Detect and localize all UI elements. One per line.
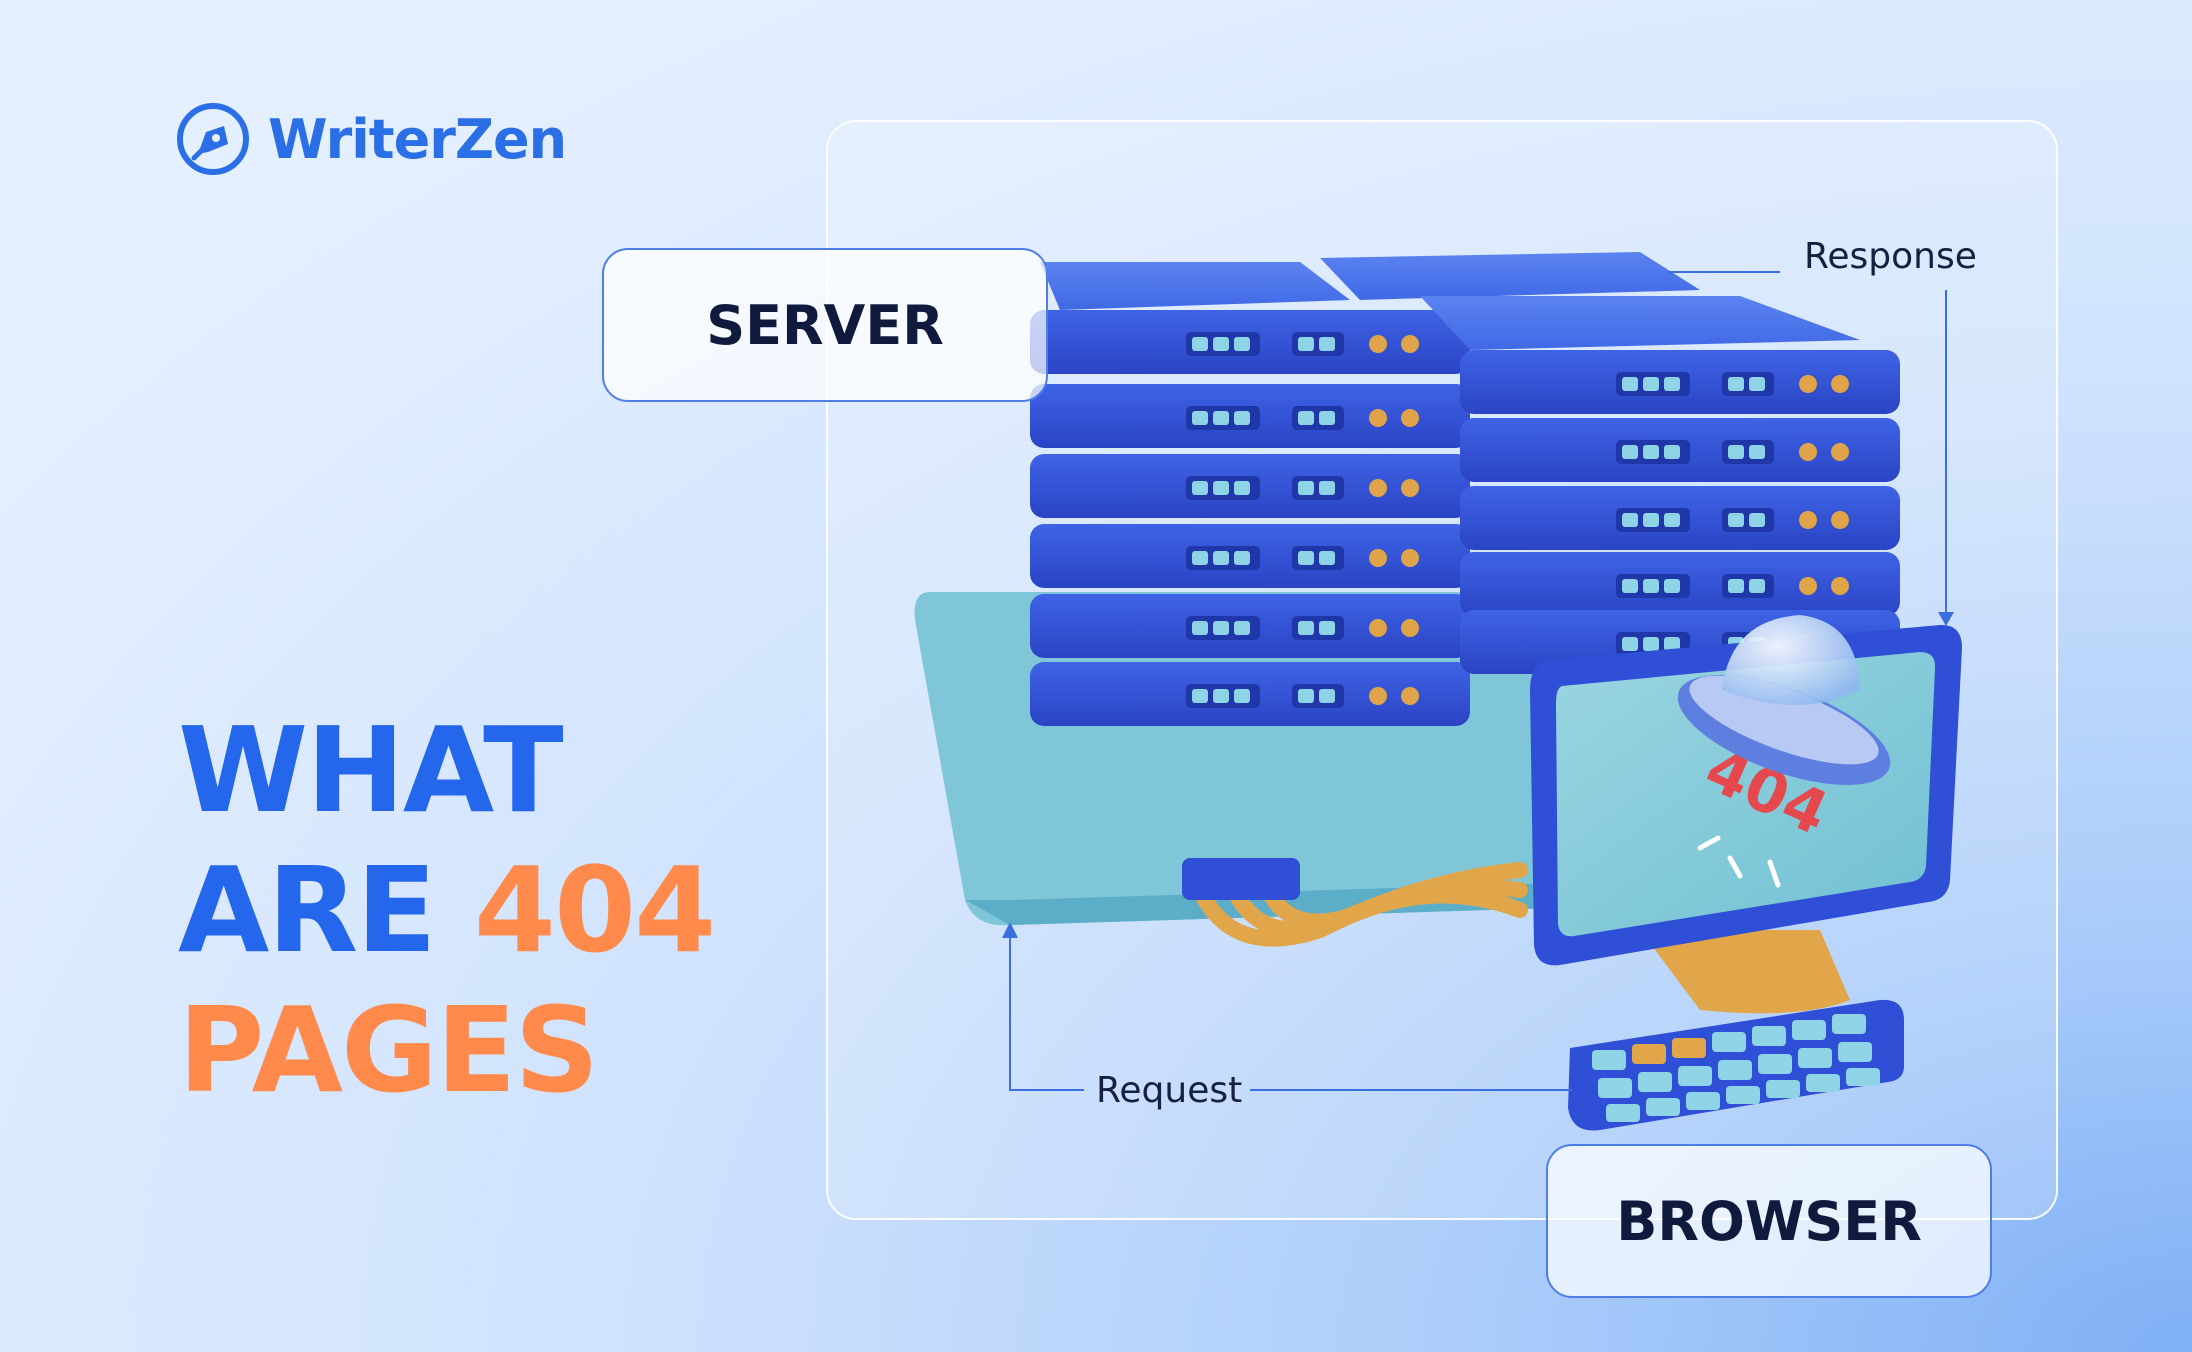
browser-label: BROWSER: [1546, 1144, 1992, 1298]
headline-word-what: WHAT: [178, 701, 564, 839]
server-label: SERVER: [602, 248, 1048, 402]
pen-nib-icon: [177, 103, 249, 175]
server-rack-left: [1030, 262, 1470, 726]
server-rack-right: [1320, 252, 1900, 674]
response-label: Response: [1804, 236, 1977, 277]
keyboard: [1568, 999, 1904, 1131]
ufo-icon: [1677, 615, 1891, 786]
headline-word-404: 404: [473, 841, 716, 979]
brand-logo[interactable]: WriterZen: [176, 102, 567, 176]
cable-port: [1182, 858, 1300, 900]
cables: [1190, 862, 1528, 947]
page-title: WHAT ARE 404 PAGES: [178, 700, 716, 1120]
monitor: 404: [1530, 624, 1962, 1014]
request-label: Request: [1096, 1070, 1243, 1111]
response-arrow: [1668, 271, 1947, 620]
brand-name: WriterZen: [268, 107, 567, 171]
request-arrow: [1009, 930, 1572, 1091]
headline-word-are: ARE: [178, 841, 437, 979]
request-arrowhead: [1002, 922, 1018, 938]
headline-word-pages: PAGES: [178, 981, 599, 1119]
response-arrowhead: [1938, 612, 1954, 626]
